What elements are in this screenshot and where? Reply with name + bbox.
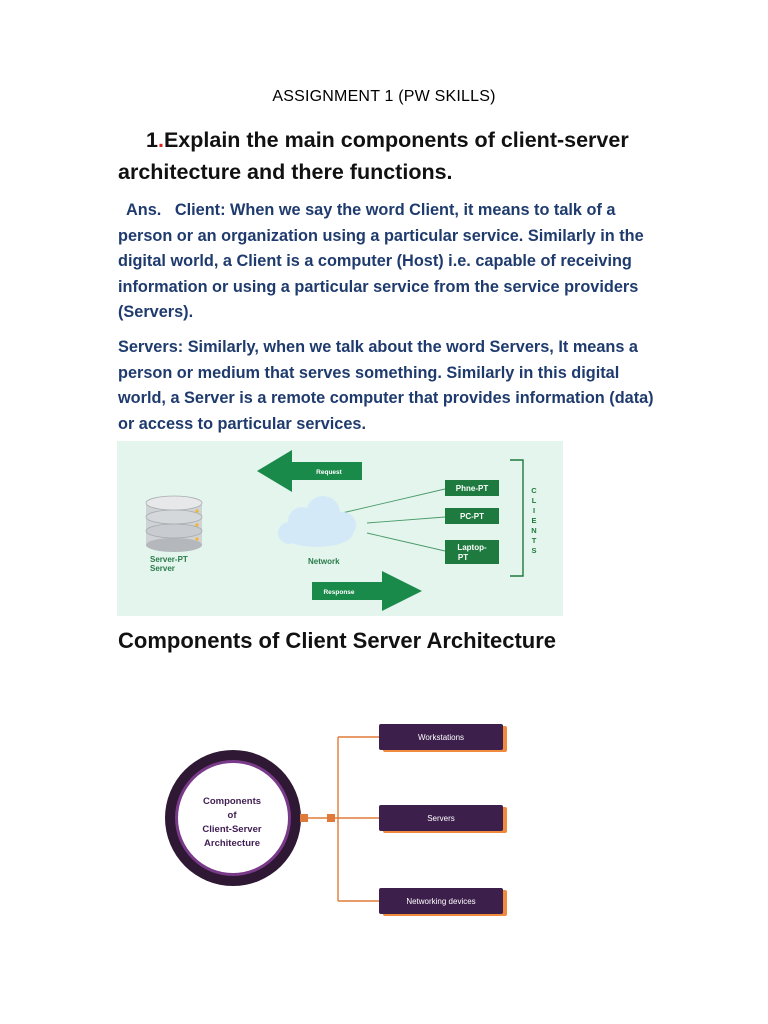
client-box-pc xyxy=(445,508,499,524)
svg-text:E: E xyxy=(531,516,536,525)
connector-node-right xyxy=(327,814,335,822)
components-center-text: Components of Client-Server Architecture xyxy=(202,796,261,849)
question-heading: 1.Explain the main components of client-… xyxy=(118,124,678,188)
answer-server-paragraph: Servers: Similarly, when we talk about t… xyxy=(118,335,663,437)
components-diagram: Components of Client-Server Architecture… xyxy=(165,724,507,916)
connector-node-left xyxy=(300,814,308,822)
response-label: Response xyxy=(323,589,354,596)
svg-text:C: C xyxy=(531,486,537,495)
svg-text:Architecture: Architecture xyxy=(204,838,260,849)
client-label-laptop-2: PT xyxy=(458,553,468,562)
svg-text:L: L xyxy=(532,496,537,505)
client-box-laptop xyxy=(445,540,499,564)
server-label-1: Server-PT xyxy=(150,555,188,564)
response-arrow xyxy=(312,571,422,611)
clients-vertical-label: C L I E N T S xyxy=(531,486,537,555)
answer-client-paragraph: Ans. Client: When we say the word Client… xyxy=(118,198,663,326)
question-text: Explain the main components of client-se… xyxy=(118,128,629,184)
client-label-pc: PC-PT xyxy=(460,512,484,521)
component-connectors xyxy=(301,736,380,902)
item-label-servers: Servers xyxy=(427,814,455,823)
section-heading: Components of Client Server Architecture xyxy=(118,628,557,653)
network-label: Network xyxy=(308,557,340,566)
answer-server-text: Servers: Similarly, when we talk about t… xyxy=(118,338,654,433)
clients-bracket xyxy=(510,459,524,577)
item-label-networking-devices: Networking devices xyxy=(406,897,475,906)
document-title: ASSIGNMENT 1 (PW SKILLS) xyxy=(272,88,496,105)
svg-text:Client-Server: Client-Server xyxy=(202,824,261,835)
svg-text:N: N xyxy=(531,526,536,535)
client-label-laptop-1: Laptop- xyxy=(457,543,487,552)
answer-client-text: Client: When we say the word Client, it … xyxy=(118,201,644,321)
item-box-workstations xyxy=(379,724,503,750)
svg-text:T: T xyxy=(532,536,537,545)
request-arrow xyxy=(257,450,362,492)
client-box-phone xyxy=(445,480,499,496)
svg-text:of: of xyxy=(228,810,238,821)
question-number-dot: . xyxy=(157,128,164,152)
network-cloud-icon xyxy=(278,496,356,547)
question-number: 1 xyxy=(146,128,158,152)
svg-text:I: I xyxy=(533,506,535,515)
client-label-phone: Phne-PT xyxy=(456,484,489,493)
server-database-icon xyxy=(145,495,203,552)
item-box-servers xyxy=(379,805,503,831)
answer-prefix: Ans. xyxy=(126,201,162,219)
svg-text:Components: Components xyxy=(203,796,261,807)
item-label-workstations: Workstations xyxy=(418,733,464,742)
client-server-network-diagram: Request Response Server-PT Server Networ… xyxy=(117,441,563,616)
svg-text:S: S xyxy=(531,546,536,555)
connection-lines xyxy=(341,488,446,552)
item-box-networking-devices xyxy=(379,888,503,914)
components-ring-center xyxy=(178,763,288,873)
request-label: Request xyxy=(316,469,342,476)
server-label-2: Server xyxy=(150,564,175,573)
